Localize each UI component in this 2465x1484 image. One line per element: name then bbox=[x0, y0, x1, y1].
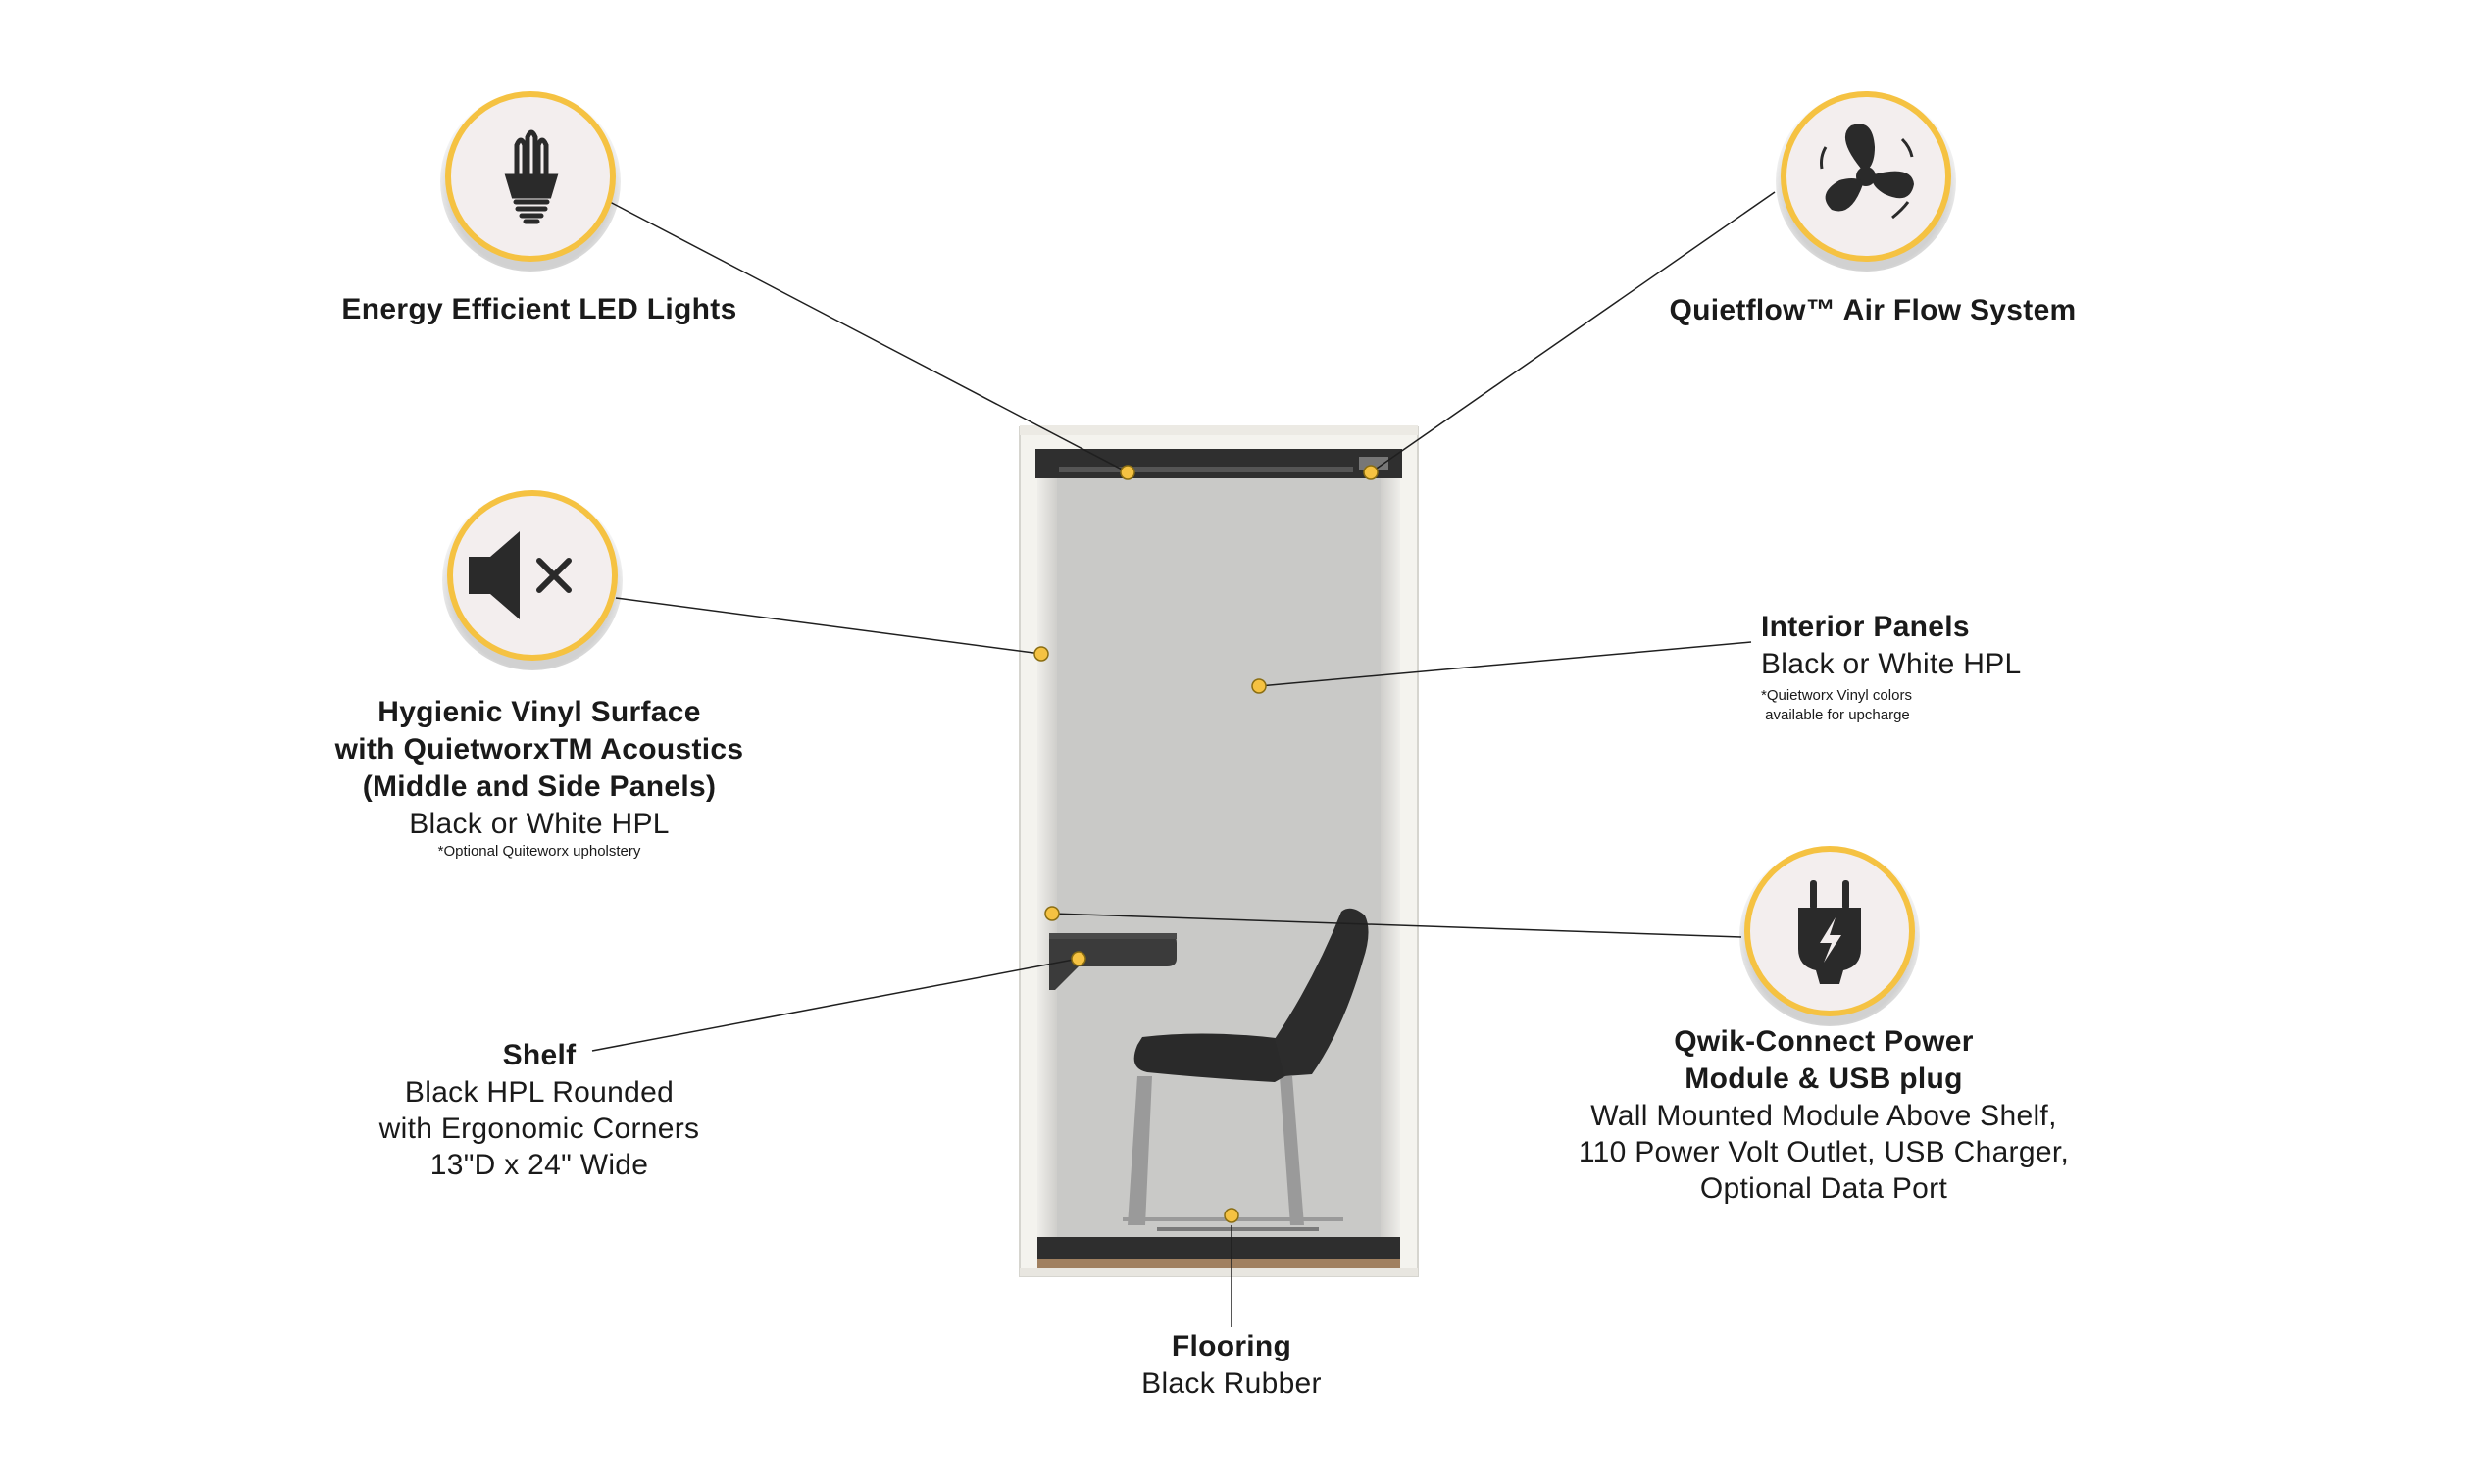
airflow-title: Quietflow™ Air Flow System bbox=[1669, 294, 2077, 326]
vinyl-title-line-3: (Middle and Side Panels) bbox=[362, 770, 717, 803]
led-bulb-icon-badge bbox=[440, 91, 621, 272]
chair bbox=[1123, 908, 1369, 1231]
interior-note-line-1: *Quietworx Vinyl colors bbox=[1761, 687, 1912, 704]
shelf-label: Shelf Black HPL Rounded with Ergonomic C… bbox=[294, 1037, 784, 1183]
airflow-label: Quietflow™ Air Flow System bbox=[1628, 292, 2118, 329]
vinyl-note: *Optional Quiteworx upholstery bbox=[437, 843, 641, 860]
power-line-3: Optional Data Port bbox=[1699, 1172, 1948, 1205]
booth-interior-back bbox=[1047, 476, 1390, 1249]
shelf bbox=[1049, 933, 1177, 990]
power-label: Qwik-Connect Power Module & USB plug Wal… bbox=[1530, 1023, 2118, 1207]
leader-led bbox=[609, 201, 1129, 473]
flooring-subtitle: Black Rubber bbox=[1141, 1367, 1322, 1400]
booth-floor-edge bbox=[1037, 1259, 1400, 1268]
callout-dots bbox=[1033, 465, 1379, 1223]
interior-title: Interior Panels bbox=[1761, 611, 1970, 643]
interior-label: Interior Panels Black or White HPL *Quie… bbox=[1761, 609, 2173, 725]
interior-subtitle: Black or White HPL bbox=[1761, 648, 2022, 680]
dot-interior bbox=[1251, 678, 1267, 694]
led-title: Energy Efficient LED Lights bbox=[341, 293, 737, 325]
interior-note-line-2: available for upcharge bbox=[1761, 707, 1910, 723]
power-title-line-1: Qwik-Connect Power bbox=[1674, 1025, 1974, 1058]
flooring-title: Flooring bbox=[1171, 1330, 1292, 1362]
booth-floor bbox=[1037, 1237, 1400, 1259]
dot-airflow bbox=[1363, 465, 1379, 480]
booth-ceiling bbox=[1035, 449, 1402, 478]
led-bulb-icon bbox=[504, 129, 559, 224]
shelf-title: Shelf bbox=[502, 1039, 577, 1071]
dot-flooring bbox=[1224, 1208, 1239, 1223]
leader-lines bbox=[591, 191, 1776, 1327]
booth-base bbox=[1020, 1268, 1418, 1276]
vinyl-label: Hygienic Vinyl Surface with QuietworxTM … bbox=[284, 694, 794, 862]
fan-icon-badge bbox=[1776, 91, 1956, 272]
shelf-line-1: Black HPL Rounded bbox=[404, 1076, 675, 1109]
fan-icon bbox=[1820, 124, 1914, 220]
dot-power bbox=[1044, 906, 1060, 921]
leader-power bbox=[1051, 913, 1742, 938]
power-plug-icon bbox=[1798, 880, 1861, 984]
leader-shelf bbox=[591, 958, 1080, 1052]
shelf-line-3: 13"D x 24" Wide bbox=[429, 1149, 649, 1181]
booth-right-side-panel bbox=[1381, 461, 1400, 1264]
dot-led bbox=[1120, 465, 1135, 480]
power-title-line-2: Module & USB plug bbox=[1685, 1063, 1963, 1095]
vinyl-title-line-2: with QuietworxTM Acoustics bbox=[334, 733, 744, 766]
leader-vinyl bbox=[615, 597, 1042, 655]
leader-airflow bbox=[1370, 191, 1776, 473]
power-plug-icon-badge bbox=[1739, 846, 1920, 1026]
shelf-line-2: with Ergonomic Corners bbox=[378, 1113, 700, 1145]
vinyl-subtitle: Black or White HPL bbox=[409, 808, 670, 840]
phone-booth bbox=[1019, 425, 1419, 1277]
speaker-mute-icon-badge bbox=[442, 490, 623, 670]
dot-vinyl bbox=[1033, 646, 1049, 662]
flooring-label: Flooring Black Rubber bbox=[1035, 1328, 1428, 1402]
dot-shelf bbox=[1071, 951, 1086, 966]
led-label: Energy Efficient LED Lights bbox=[294, 291, 784, 328]
booth-left-side-panel bbox=[1037, 461, 1057, 1264]
speaker-mute-icon bbox=[469, 531, 572, 619]
booth-top-cap bbox=[1020, 425, 1418, 435]
power-line-1: Wall Mounted Module Above Shelf, bbox=[1590, 1100, 2057, 1132]
ceiling-light-strip bbox=[1059, 467, 1353, 472]
power-line-2: 110 Power Volt Outlet, USB Charger, bbox=[1578, 1136, 2070, 1168]
leader-interior bbox=[1258, 641, 1752, 687]
vinyl-title-line-1: Hygienic Vinyl Surface bbox=[377, 696, 701, 728]
